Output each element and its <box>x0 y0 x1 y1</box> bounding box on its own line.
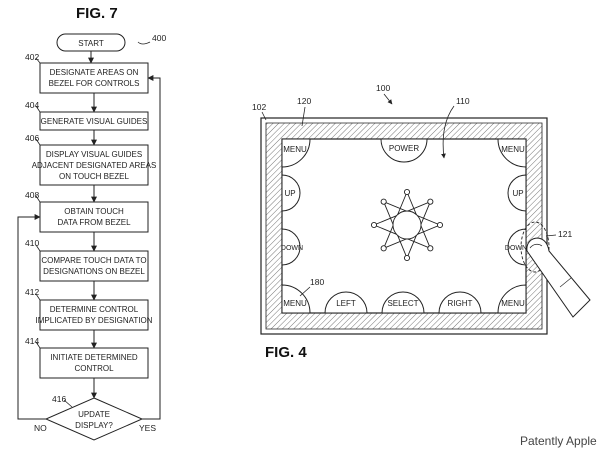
start-label: START <box>78 39 104 48</box>
step-402-leader <box>35 57 41 64</box>
step-412-leader <box>35 293 41 301</box>
fig4-title: FIG. 4 <box>265 344 307 361</box>
step-410-box <box>39 250 149 282</box>
button-ref: 180 <box>310 277 324 287</box>
star-tip-dot <box>380 198 387 205</box>
step-406-line2: ADJACENT DESIGNATED AREAS <box>32 161 157 170</box>
btn-top-left[interactable] <box>281 138 311 168</box>
decision-ref: 416 <box>52 394 66 404</box>
step-414-leader <box>35 341 41 349</box>
star-tip-dot <box>403 188 411 196</box>
step-402-line1: DESIGNATE AREAS ON <box>50 68 139 77</box>
step-410-leader <box>35 244 41 252</box>
decision-line2: DISPLAY? <box>75 421 113 430</box>
credit-text: Patently Apple <box>520 434 597 448</box>
step-408-box <box>39 201 149 233</box>
btn-bottom-3[interactable] <box>438 291 482 314</box>
loop-yes <box>142 75 161 420</box>
btn-top-left-label: MENU <box>283 145 307 154</box>
step-406-box <box>39 144 149 186</box>
step-406-line3: ON TOUCH BEZEL <box>59 172 129 181</box>
screen-ref-leader <box>441 105 455 159</box>
touch-region-outline <box>520 221 550 273</box>
btn-right-up-label: UP <box>512 189 523 198</box>
star-tip-dot <box>436 221 444 229</box>
bezel-ref: 102 <box>252 102 266 112</box>
step-414-box <box>39 347 149 379</box>
btn-left-up-label: UP <box>284 189 295 198</box>
step-406-line1: DISPLAY VISUAL GUIDES <box>46 150 142 159</box>
step-406-leader <box>35 138 41 146</box>
edge-ref-leader <box>301 106 306 127</box>
star-tip-dot <box>380 245 387 252</box>
btn-left-down[interactable] <box>281 228 301 266</box>
flowchart-ref-leader <box>137 41 151 45</box>
btn-bottom-left-label: MENU <box>283 299 307 308</box>
btn-bottom-1-label: LEFT <box>336 299 356 308</box>
screen-ref: 110 <box>456 96 470 106</box>
step-402-ref: 402 <box>25 52 39 62</box>
btn-bottom-right-label: MENU <box>501 299 525 308</box>
step-412-box <box>39 299 149 331</box>
step-404-ref: 404 <box>25 100 39 110</box>
btn-bottom-2-label: SELECT <box>387 299 418 308</box>
step-414-ref: 414 <box>25 336 39 346</box>
decision-yes-label: YES <box>139 423 156 433</box>
btn-right-up[interactable] <box>507 174 527 212</box>
btn-bottom-3-label: RIGHT <box>448 299 473 308</box>
bezel-ref-leader <box>261 111 267 121</box>
touch-ref-leader <box>545 234 557 237</box>
step-408-leader <box>35 195 41 203</box>
step-404-line1: GENERATE VISUAL GUIDES <box>41 117 148 126</box>
btn-bottom-right[interactable] <box>497 284 527 314</box>
btn-top-center[interactable] <box>380 138 428 163</box>
decision-ref-leader <box>63 399 73 408</box>
fig7-title: FIG. 7 <box>76 5 118 22</box>
btn-top-right-label: MENU <box>501 145 525 154</box>
step-410-line2: DESIGNATIONS ON BEZEL <box>43 267 145 276</box>
finger-illustration <box>526 237 591 318</box>
btn-left-up[interactable] <box>281 174 301 212</box>
decision-no-label: NO <box>34 423 47 433</box>
decision-line1: UPDATE <box>78 410 110 419</box>
btn-bottom-1[interactable] <box>324 291 368 314</box>
flowchart-ref: 400 <box>152 33 166 43</box>
step-402-line2: BEZEL FOR CONTROLS <box>49 79 140 88</box>
step-412-ref: 412 <box>25 287 39 297</box>
step-410-line1: COMPARE TOUCH DATA TO <box>41 256 146 265</box>
step-404-leader <box>35 105 41 113</box>
button-ref-leader <box>299 286 311 297</box>
step-408-line1: OBTAIN TOUCH <box>64 207 124 216</box>
edge-ref: 120 <box>297 96 311 106</box>
step-402-box <box>39 62 149 94</box>
btn-left-down-label: DOWN <box>281 245 303 252</box>
btn-top-right[interactable] <box>497 138 527 168</box>
touch-ref: 121 <box>558 229 572 239</box>
star-tip-dot <box>370 221 378 229</box>
step-408-line2: DATA FROM BEZEL <box>57 218 131 227</box>
btn-right-down-label: DOWN <box>505 245 527 252</box>
step-414-line1: INITIATE DETERMINED <box>50 353 138 362</box>
device-ref-leader <box>383 93 393 105</box>
step-410-ref: 410 <box>25 238 39 248</box>
star-tip-dot <box>427 198 434 205</box>
btn-bottom-left[interactable] <box>281 284 311 314</box>
star-graphic <box>370 188 444 262</box>
step-408-ref: 408 <box>25 190 39 200</box>
step-412-line2: IMPLICATED BY DESIGNATION <box>36 316 153 325</box>
loop-no <box>17 214 46 420</box>
star-center-circle <box>392 210 422 240</box>
btn-bottom-2[interactable] <box>381 291 425 314</box>
star-tip-dot <box>427 245 434 252</box>
step-414-line2: CONTROL <box>74 364 114 373</box>
decision-416-diamond <box>44 397 144 441</box>
device-ref: 100 <box>376 83 390 93</box>
star-tip-dot <box>403 254 411 262</box>
step-412-line1: DETERMINE CONTROL <box>50 305 139 314</box>
btn-top-center-label: POWER <box>389 144 419 153</box>
step-406-ref: 406 <box>25 133 39 143</box>
